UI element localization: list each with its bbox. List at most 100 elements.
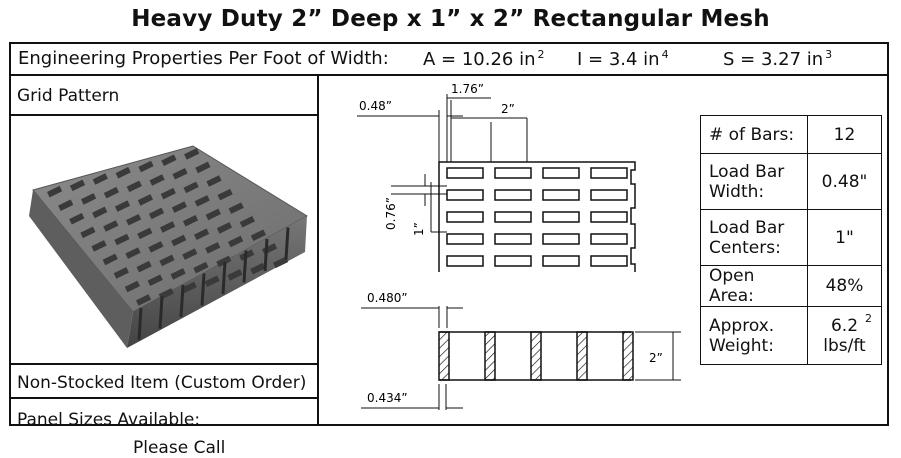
- spec-value: 12: [807, 115, 882, 154]
- grating-slot: [124, 280, 141, 293]
- grid-slot: [590, 255, 628, 267]
- grating-slot: [205, 208, 221, 221]
- plan-dim-048: 0.48”: [359, 99, 392, 113]
- grating-slot: [149, 174, 165, 186]
- grid-slot: [494, 189, 532, 201]
- grating-slot: [80, 226, 96, 239]
- grating-front-bar: [158, 296, 164, 329]
- grating-slot: [137, 194, 154, 206]
- plan-dim-076: 0.76”: [384, 197, 398, 230]
- grid-slot: [542, 233, 580, 245]
- grating-slot: [184, 148, 200, 160]
- section-bar: [484, 331, 496, 381]
- grid-slot: [446, 233, 484, 245]
- section-bar: [438, 331, 450, 381]
- plan-dim-2: 2”: [501, 102, 515, 116]
- grating-slot: [92, 173, 108, 185]
- grating-front-bar: [263, 238, 269, 272]
- grating-slot: [172, 167, 188, 180]
- grating-slot: [194, 228, 210, 240]
- grating-slot: [183, 181, 199, 194]
- grating-slot: [160, 221, 176, 233]
- grating-slot: [181, 281, 197, 294]
- spec-label: # of Bars:: [700, 115, 808, 154]
- grid-slot: [494, 233, 532, 245]
- divider: [11, 397, 317, 399]
- spec-row: Open Area:48%: [700, 265, 882, 307]
- grid-slot: [590, 211, 628, 223]
- grating-front-bar: [242, 250, 248, 283]
- spec-value: 48%: [807, 265, 882, 307]
- grating-slot: [171, 234, 187, 247]
- panel-sizes-value: Please Call: [133, 438, 226, 458]
- spec-sheet: Engineering Properties Per Foot of Width…: [9, 42, 889, 458]
- page-title: Heavy Duty 2” Deep x 1” x 2” Rectangular…: [131, 6, 770, 32]
- spec-value: 1": [807, 209, 882, 266]
- grating-slot: [103, 220, 119, 232]
- grating-slot: [239, 215, 255, 228]
- section-dim-bottom: 0.434”: [367, 391, 408, 405]
- grating-slot: [69, 179, 86, 192]
- grating-slot: [138, 160, 154, 173]
- grating-slot: [115, 166, 131, 179]
- spec-label: Load Bar Centers:: [700, 209, 808, 266]
- grating-slot: [250, 229, 267, 241]
- grating-slot: [103, 186, 120, 199]
- grating-slot: [194, 195, 210, 207]
- left-column: Grid Pattern Non-Stocked Item (Custom Or…: [11, 76, 319, 458]
- section-bar: [622, 331, 634, 381]
- grating-slot: [126, 213, 142, 226]
- grating-slot: [159, 254, 175, 267]
- weight-label: Approx. Weight:: [700, 306, 808, 365]
- grid-section-drawing: 0.480” 0.434” 2”: [361, 292, 681, 410]
- grid-plan-drawing: 0.48” 1.76” 2” 0.76” 1”: [357, 82, 636, 272]
- properties-label: Engineering Properties Per Foot of Width…: [18, 48, 389, 69]
- grating-slot: [228, 202, 244, 214]
- grating-slot: [136, 260, 152, 273]
- grating-slot: [91, 240, 107, 252]
- grid-slot: [494, 167, 532, 179]
- grating-slot: [135, 294, 152, 306]
- spec-label: Open Area:: [700, 265, 808, 307]
- grating-front-bar: [284, 227, 290, 260]
- grid-slot: [590, 167, 628, 179]
- grating-slot: [182, 248, 198, 260]
- grid-slot: [446, 167, 484, 179]
- grating-slot: [102, 253, 118, 266]
- grid-pattern-label: Grid Pattern: [17, 86, 120, 106]
- spec-label: Load Bar Width:: [700, 153, 808, 210]
- grid-slot: [590, 189, 628, 201]
- grid-slot: [494, 255, 532, 267]
- spec-row: # of Bars:12: [700, 115, 882, 154]
- grating-slot: [160, 187, 176, 200]
- grating-front-bar: [200, 273, 206, 306]
- grating-front-bar: [179, 284, 185, 318]
- spec-row: Load Bar Centers:1": [700, 209, 882, 266]
- grating-slot: [205, 242, 221, 254]
- grating-slot: [228, 235, 244, 248]
- plan-dim-176: 1.76”: [451, 82, 484, 96]
- grating-slot: [148, 207, 165, 220]
- grating-slot: [193, 261, 209, 274]
- section-dim-depth: 2”: [649, 351, 663, 365]
- grating-slot: [92, 206, 108, 219]
- engineering-properties-row: Engineering Properties Per Foot of Width…: [11, 44, 887, 76]
- divider: [11, 363, 317, 365]
- grating-front-bar: [137, 307, 143, 341]
- divider: [11, 114, 317, 116]
- grating-panel-image: [29, 145, 308, 348]
- grid-slot: [494, 211, 532, 223]
- grating-slot: [204, 275, 220, 287]
- grid-slot: [542, 189, 580, 201]
- grid-slot: [446, 189, 484, 201]
- plan-dim-1: 1”: [412, 222, 426, 236]
- spec-value: 0.48": [807, 153, 882, 210]
- panel-sizes-label: Panel Sizes Available:: [17, 410, 201, 430]
- grating-slot: [126, 180, 142, 193]
- grating-slot: [69, 212, 85, 225]
- grating-slot: [182, 214, 199, 227]
